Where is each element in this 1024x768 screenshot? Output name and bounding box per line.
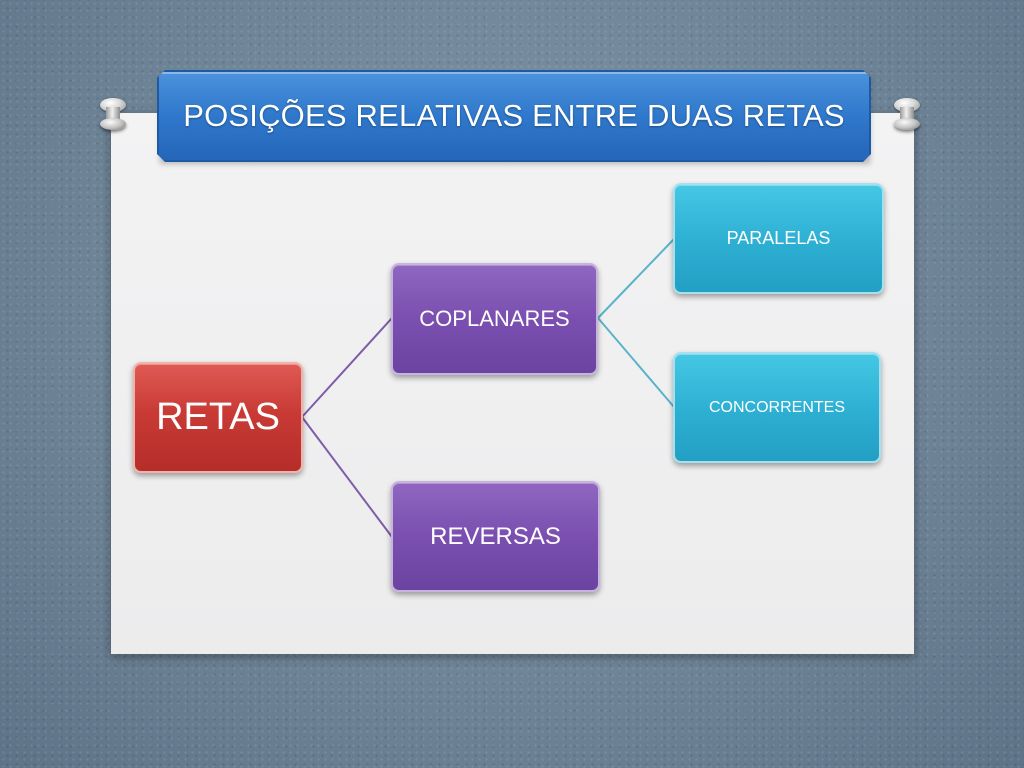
pushpin-right-icon	[894, 98, 920, 132]
node-retas-label: RETAS	[156, 396, 280, 438]
node-concorrentes: CONCORRENTES	[673, 352, 881, 463]
connector-retas-reversas	[301, 416, 393, 538]
slide-title: POSIÇÕES RELATIVAS ENTRE DUAS RETAS	[183, 98, 845, 133]
node-reversas: REVERSAS	[391, 481, 600, 592]
node-coplanares-label: COPLANARES	[419, 306, 570, 331]
pushpin-left-icon	[100, 98, 126, 132]
node-paralelas-label: PARALELAS	[726, 228, 831, 248]
connector-coplanares-concorrentes	[597, 317, 675, 408]
node-paralelas: PARALELAS	[673, 183, 884, 294]
node-coplanares: COPLANARES	[391, 263, 598, 375]
node-reversas-label: REVERSAS	[430, 522, 561, 550]
connector-retas-coplanares	[301, 317, 393, 418]
connector-coplanares-paralelas	[597, 238, 675, 319]
title-banner: POSIÇÕES RELATIVAS ENTRE DUAS RETAS	[157, 70, 871, 162]
node-concorrentes-label: CONCORRENTES	[708, 398, 845, 416]
node-retas: RETAS	[133, 362, 303, 473]
